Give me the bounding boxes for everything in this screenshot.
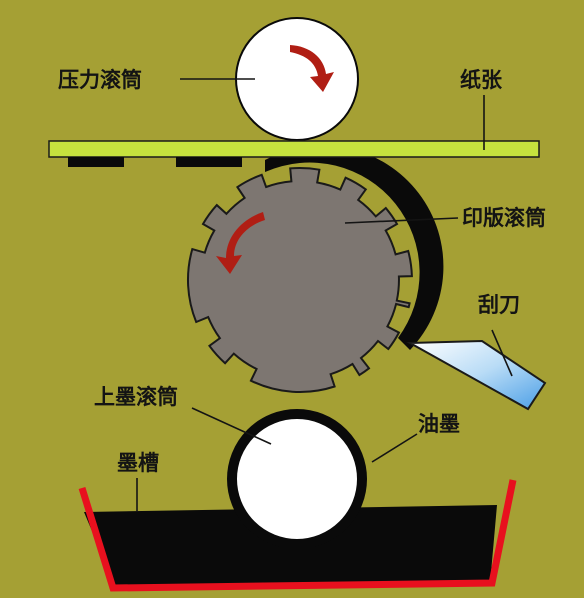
label-ink: 油墨 [418,412,460,436]
label-doctor-blade: 刮刀 [478,293,520,317]
counterclockwise-arrow-icon [216,212,265,274]
label-plate-cylinder: 印版滚筒 [462,206,546,230]
ink-tray-border [78,479,517,592]
leader-ink [371,433,418,463]
printed-ink-block [176,157,242,167]
leader-doctor-blade [491,329,513,377]
label-paper: 纸张 [460,68,503,92]
inking-roller [227,409,367,549]
leader-plate-cylinder [344,217,459,224]
label-impression-cylinder: 压力滚筒 [58,68,142,92]
paper [48,140,540,158]
clockwise-arrow-icon [290,45,334,92]
doctor-blade [406,339,547,411]
printed-ink-block [68,157,124,167]
leader-inking-roller [191,407,272,445]
label-inking-roller: 上墨滚筒 [94,385,178,409]
paper-sheet [48,140,540,167]
label-ink-tray: 墨槽 [117,451,159,475]
plate-ink-layer [265,145,444,350]
